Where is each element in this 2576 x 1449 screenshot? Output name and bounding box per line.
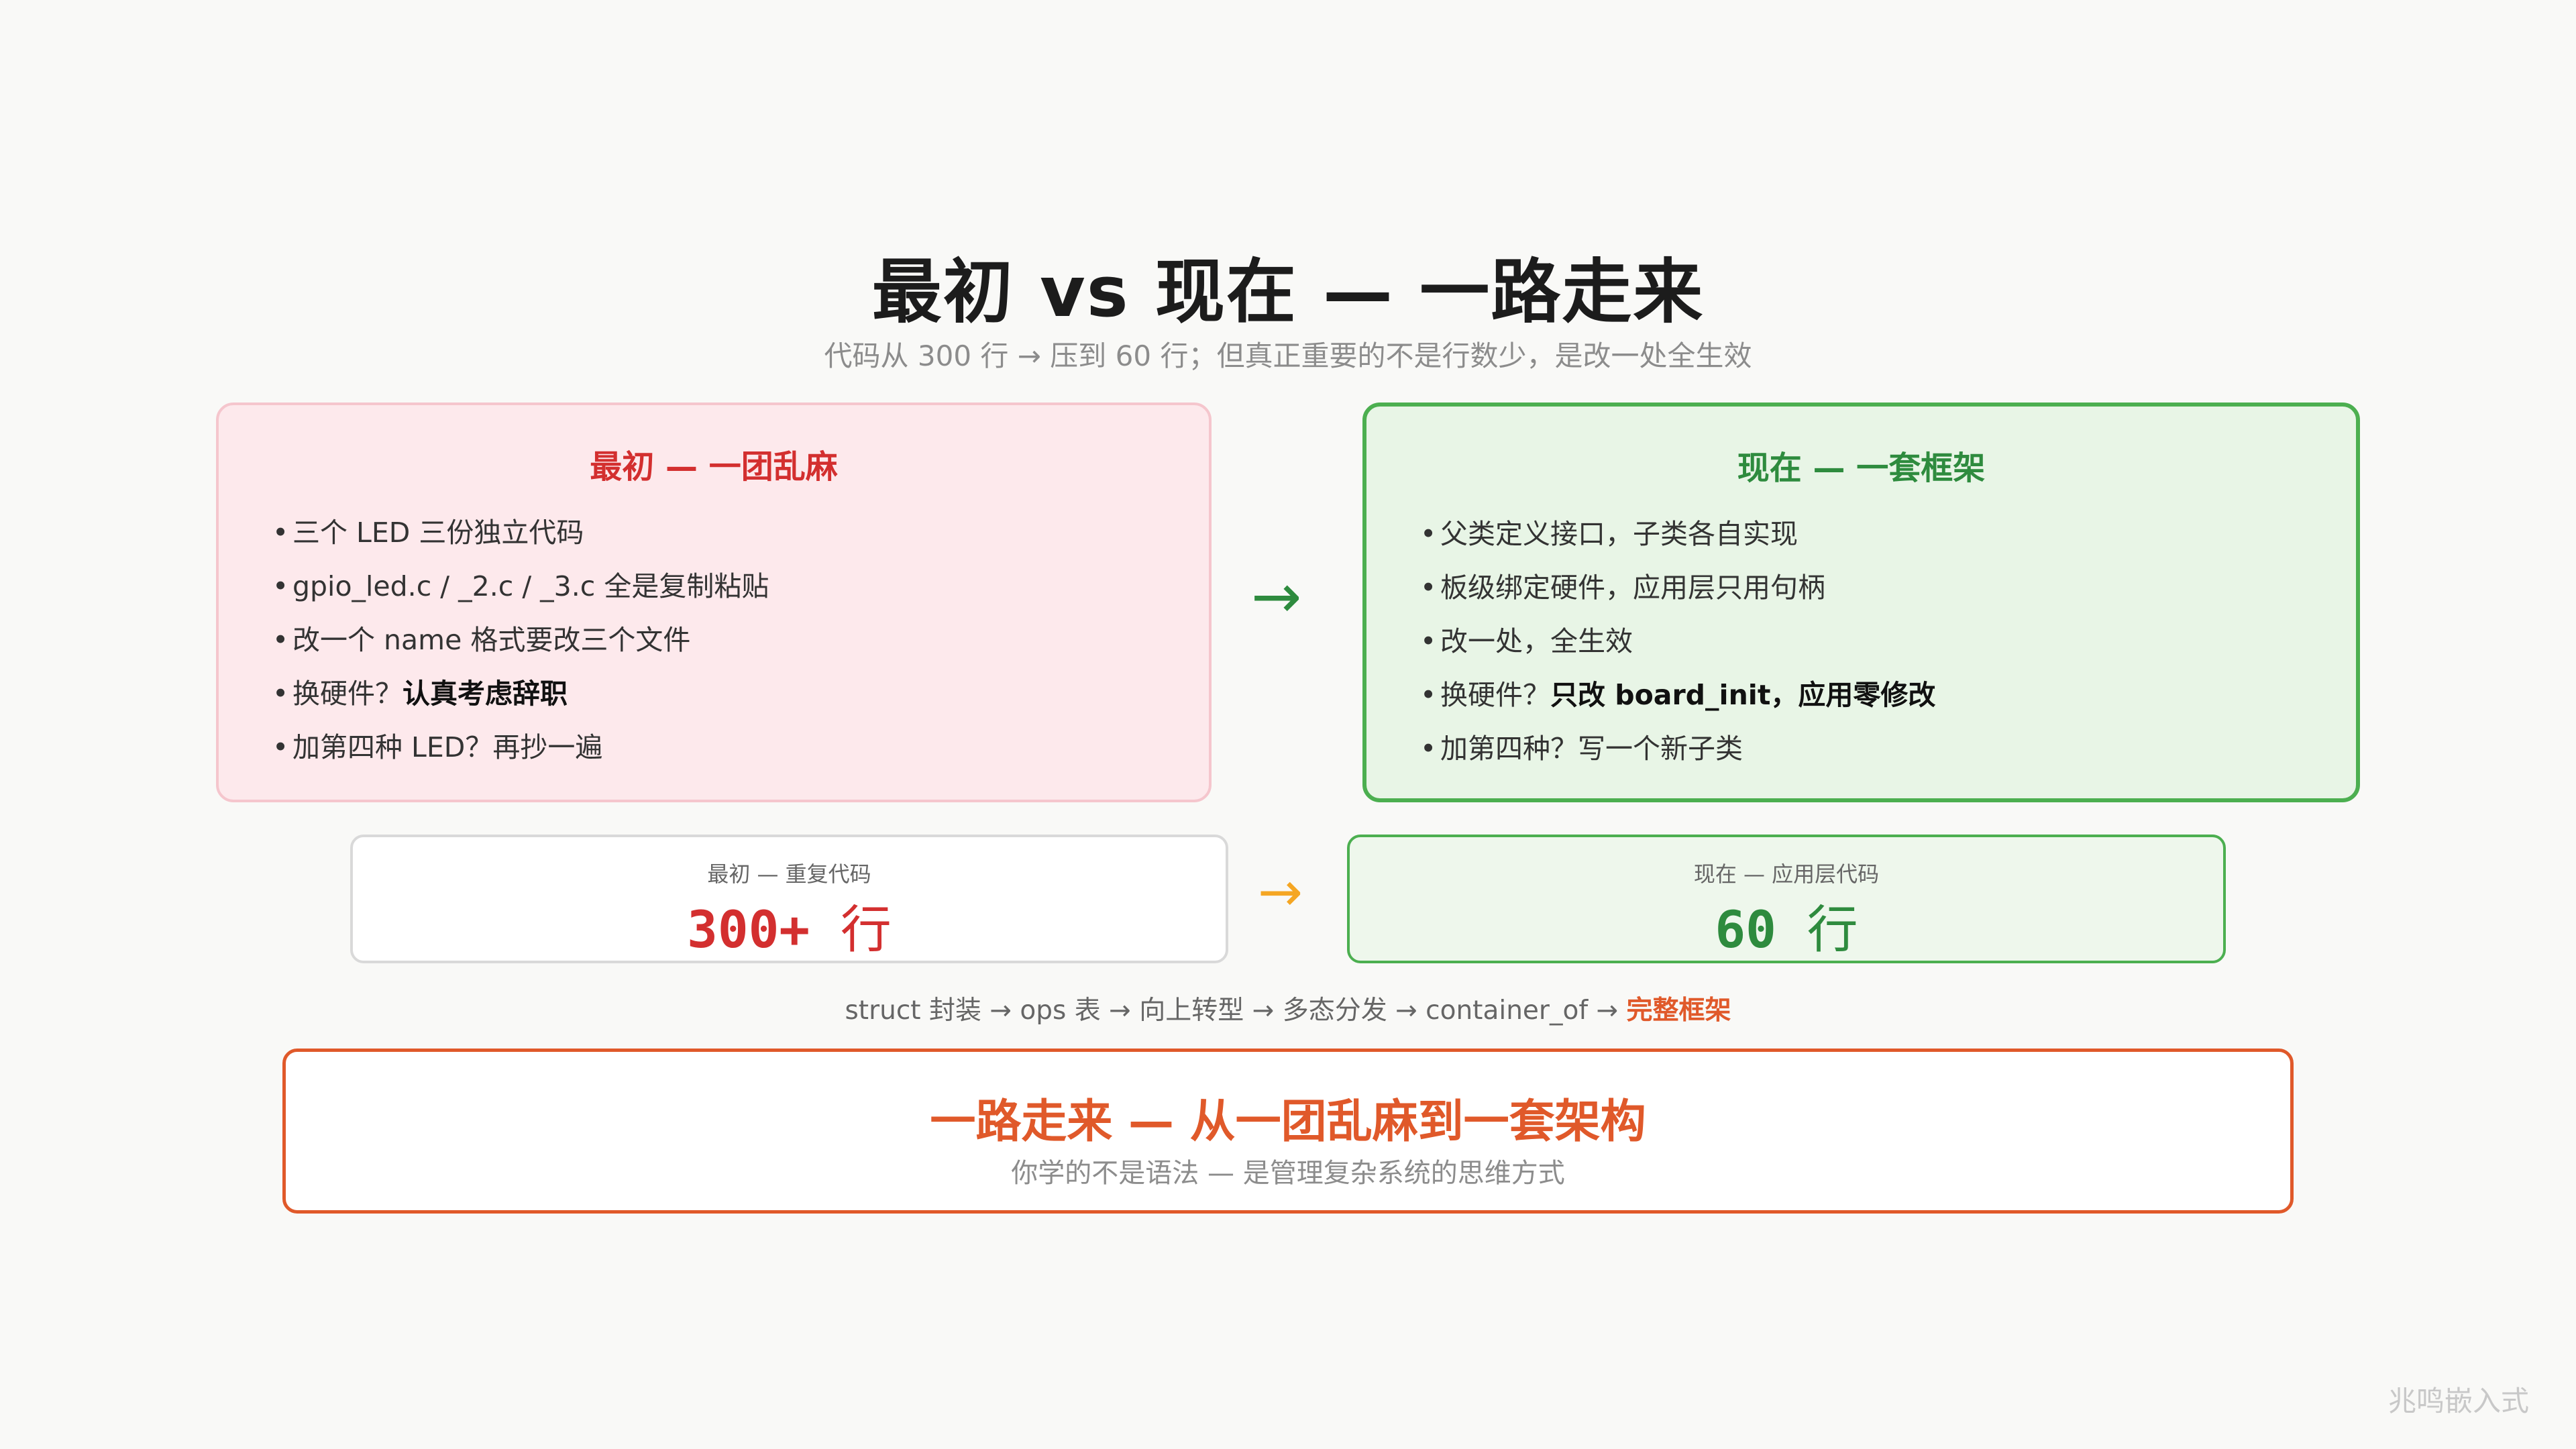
bullet-icon: • [272,570,289,602]
after-item-text: 改一处，全生效 [1440,625,1633,657]
bullet-icon: • [272,678,289,710]
before-stat-unit: 行 [840,900,892,959]
before-panel: 最初 — 一团乱麻 •三个 LED 三份独立代码 •gpio_led.c / _… [216,402,1212,802]
before-stat-value: 300+ [687,900,810,959]
before-item-text: 改一个 name 格式要改三个文件 [292,624,691,656]
summary-title: 一路走来 — 从一团乱麻到一套架构 [930,1095,1646,1148]
before-item-text: gpio_led.c / _2.c / _3.c 全是复制粘贴 [292,570,769,602]
after-item-text: 板级绑定硬件，应用层只用句柄 [1440,572,1825,604]
before-item-text: 加第四种 LED？再抄一遍 [292,731,603,763]
before-stat-card: 最初 — 重复代码 300+ 行 [350,835,1228,963]
bullet-icon: • [1420,572,1437,604]
bullet-icon: • [1420,625,1437,657]
summary-box: 一路走来 — 从一团乱麻到一套架构 你学的不是语法 — 是管理复杂系统的思维方式 [282,1049,2294,1214]
after-list-item: •板级绑定硬件，应用层只用句柄 [1420,561,1935,614]
before-item-strong: 认真考虑辞职 [402,678,568,710]
arrow-right-icon: → [1251,561,1302,632]
bullet-icon: • [272,517,289,549]
before-item-text: 换硬件？ [292,678,402,710]
bullet-icon: • [1420,733,1437,765]
before-list-item: •三个 LED 三份独立代码 [272,506,769,559]
after-panel-heading: 现在 — 一套框架 [1737,449,1986,487]
chain-steps: struct 封装 → ops 表 → 向上转型 → 多态分发 → contai… [845,996,1627,1026]
after-panel: 现在 — 一套框架 •父类定义接口，子类各自实现 •板级绑定硬件，应用层只用句柄… [1362,402,2360,802]
evolution-chain: struct 封装 → ops 表 → 向上转型 → 多态分发 → contai… [0,989,2576,1027]
before-list-item: •加第四种 LED？再抄一遍 [272,720,769,774]
after-item-text: 加第四种？写一个新子类 [1440,733,1743,765]
page-title: 最初 vs 现在 — 一路走来 [871,251,1705,333]
after-stat-unit: 行 [1807,900,1858,959]
before-list-item: •改一个 name 格式要改三个文件 [272,613,769,667]
before-stat-label: 最初 — 重复代码 [707,861,871,887]
after-list: •父类定义接口，子类各自实现 •板级绑定硬件，应用层只用句柄 •改一处，全生效 … [1420,507,1935,775]
bullet-icon: • [272,624,289,656]
before-item-text: 三个 LED 三份独立代码 [292,517,584,549]
after-list-item: •换硬件？只改 board_init，应用零修改 [1420,668,1935,722]
before-list: •三个 LED 三份独立代码 •gpio_led.c / _2.c / _3.c… [272,506,769,774]
bullet-icon: • [1420,679,1437,711]
before-stat-value-line: 300+ 行 [353,888,1226,962]
after-list-item: •加第四种？写一个新子类 [1420,722,1935,775]
after-item-strong: 只改 board_init，应用零修改 [1550,679,1936,711]
after-list-item: •父类定义接口，子类各自实现 [1420,507,1935,561]
after-stat-value-line: 60 行 [1350,888,2223,962]
bullet-icon: • [1420,518,1437,550]
after-stat-card: 现在 — 应用层代码 60 行 [1347,835,2226,963]
after-list-item: •改一处，全生效 [1420,614,1935,668]
arrow-right-icon: → [1258,861,1303,923]
chain-end: 完整框架 [1626,996,1731,1026]
before-panel-heading: 最初 — 一团乱麻 [590,448,838,486]
after-item-text: 换硬件？ [1440,679,1550,711]
page-subtitle: 代码从 300 行 → 压到 60 行；但真正重要的不是行数少，是改一处全生效 [824,339,1752,372]
before-list-item: •换硬件？认真考虑辞职 [272,667,769,720]
after-stat-label: 现在 — 应用层代码 [1693,861,1880,887]
bullet-icon: • [272,731,289,763]
before-list-item: •gpio_led.c / _2.c / _3.c 全是复制粘贴 [272,559,769,613]
after-item-text: 父类定义接口，子类各自实现 [1440,518,1798,550]
summary-subtitle: 你学的不是语法 — 是管理复杂系统的思维方式 [1011,1158,1565,1189]
watermark: 兆鸣嵌入式 [2387,1385,2529,1417]
after-stat-value: 60 [1715,900,1776,959]
